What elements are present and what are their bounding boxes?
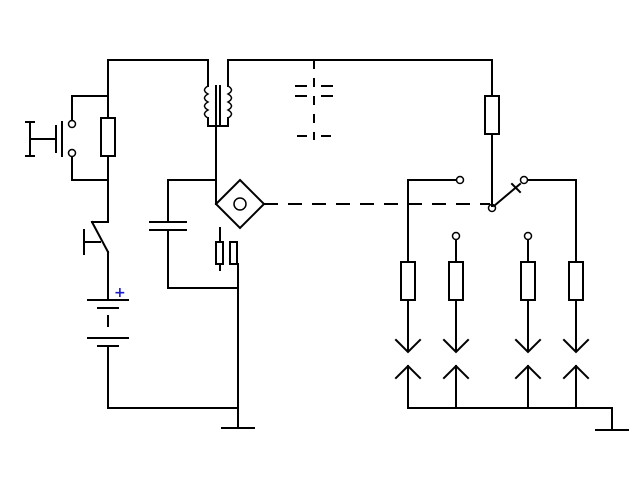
spark-plug-branch-4 [527,179,590,409]
transformer-coil [203,59,233,181]
contact-terminal [67,119,77,129]
key-switch [83,220,110,291]
distributor-cam [214,178,266,230]
contact-terminal [455,175,465,185]
contact-terminal [451,231,461,241]
push-button-icon [25,121,63,157]
battery-polarity-mark: + [114,285,126,301]
resistor-r1 [100,95,116,223]
resistor-r-supply [484,95,500,207]
contact-terminal [67,148,77,158]
ground-symbol-left [221,407,255,429]
battery: + [87,285,129,347]
spark-plug-branch-3 [514,239,542,409]
contact-terminal [519,175,529,185]
push-button-branch [25,95,109,181]
spark-plug-branch-1 [394,179,457,409]
breaker-points [215,227,239,409]
capacitor-branch [149,179,239,289]
spark-plug-branch-2 [442,239,470,409]
main-wiring [107,59,493,409]
contact-terminal [523,231,533,241]
rotor-pivot [487,203,497,213]
mechanical-linkage [264,60,490,205]
ground-symbol-right [407,407,629,431]
